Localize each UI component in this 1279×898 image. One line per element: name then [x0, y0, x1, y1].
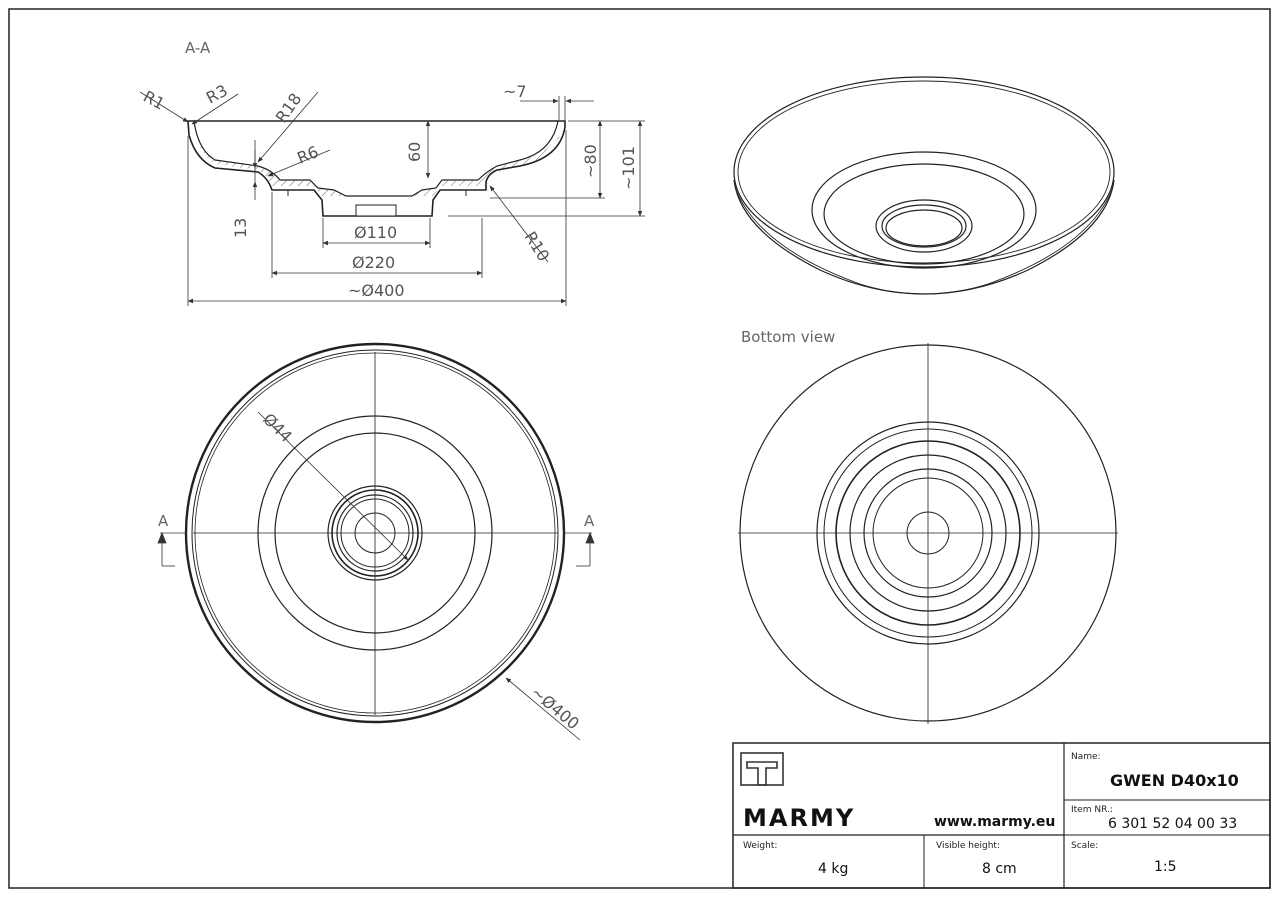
- r6-leader: [267, 149, 331, 177]
- scale-value: 1:5: [1154, 859, 1177, 875]
- h13-label: 13: [231, 218, 250, 238]
- r1-label: R1: [140, 87, 168, 114]
- marmy-logo-icon: [740, 752, 784, 786]
- section-view: A-A R1 R3 R18 R6 R10 60 13 ~: [139, 39, 645, 306]
- h101-label: ~101: [619, 146, 638, 190]
- r1-leader: [139, 91, 189, 123]
- cut-marker-left-label: A: [158, 512, 169, 530]
- basin-section-outline: [187, 120, 566, 217]
- cut-marker-right-label: A: [584, 512, 595, 530]
- top-d400-leader: [505, 677, 581, 741]
- h60-label: 60: [405, 142, 424, 162]
- height-label: Visible height:: [936, 841, 1000, 851]
- d110-label: Ø110: [354, 223, 397, 242]
- sheet-border: [8, 8, 1271, 889]
- r10-label: R10: [521, 228, 554, 265]
- w7-label: ~7: [503, 82, 527, 101]
- r3-label: R3: [203, 81, 231, 108]
- d220-label: Ø220: [352, 253, 395, 272]
- r10-leader: [489, 185, 549, 263]
- name-label: Name:: [1071, 752, 1101, 762]
- d44-leader: [257, 411, 409, 561]
- item-label: Item NR.:: [1071, 805, 1113, 815]
- basin-inner-line: [193, 120, 559, 197]
- bottom-view: [738, 343, 1118, 724]
- cut-marker-left: [157, 531, 187, 567]
- h80-label: ~80: [581, 144, 600, 178]
- brand-logo-text: MARMY: [743, 804, 855, 832]
- drain-hole-section: [355, 204, 397, 217]
- item-value: 6 301 52 04 00 33: [1108, 816, 1237, 832]
- name-value: GWEN D40x10: [1110, 771, 1239, 790]
- top-view: [184, 342, 566, 724]
- title-block: [732, 742, 1271, 889]
- d400-label: ~Ø400: [348, 281, 405, 300]
- top-d400-label: ~Ø400: [527, 683, 583, 734]
- weight-value: 4 kg: [818, 861, 848, 877]
- r18-leader: [257, 91, 319, 163]
- height-value: 8 cm: [982, 861, 1017, 877]
- d44-label: Ø44: [259, 409, 296, 446]
- section-label: A-A: [185, 39, 211, 57]
- perspective-view: [733, 76, 1115, 295]
- bottom-view-label: Bottom view: [741, 328, 835, 346]
- website-text: www.marmy.eu: [934, 814, 1055, 830]
- r3-leader: [191, 93, 239, 125]
- cut-marker-right: [563, 531, 595, 567]
- weight-label: Weight:: [743, 841, 777, 851]
- scale-label: Scale:: [1071, 841, 1098, 851]
